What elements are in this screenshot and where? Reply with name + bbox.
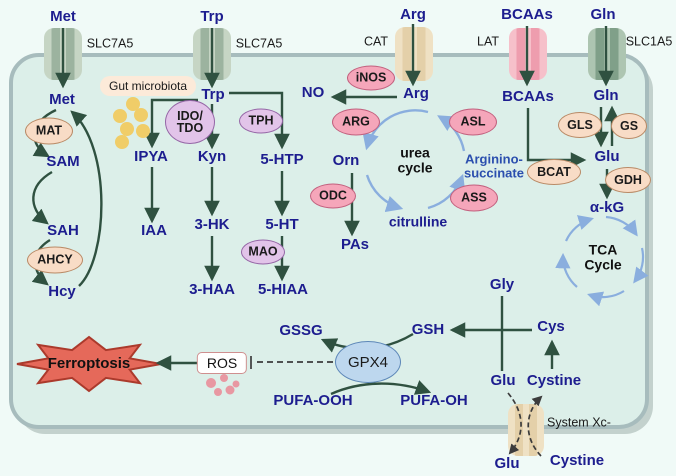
label-orn: Orn (332, 152, 360, 170)
label-urea-cycle: urea cycle (397, 144, 433, 175)
label-3hk: 3-HK (194, 216, 230, 234)
enzyme-gpx4: GPX4 (335, 341, 401, 383)
label-trp-extracellular: Trp (200, 8, 224, 26)
label-5hiaa: 5-HIAA (257, 281, 309, 299)
label-gln-extracellular: Gln (590, 6, 616, 24)
gut-microbiota-dots (113, 97, 150, 149)
enzyme-bcat: BCAT (527, 159, 581, 185)
label-cat: CAT (363, 34, 389, 49)
ros-box: ROS (196, 352, 248, 374)
label-argininosuccinate: Arginino-succinate (464, 151, 524, 180)
ferroptosis-star (16, 335, 162, 393)
label-trp: Trp (201, 86, 225, 104)
dashed-arrows (250, 356, 543, 457)
label-arg-extracellular: Arg (400, 6, 426, 24)
label-cystine: Cystine (526, 372, 582, 390)
label-gssg: GSSG (279, 322, 323, 340)
enzyme-inos: iNOS (347, 65, 395, 91)
enzyme-mao: MAO (241, 239, 285, 265)
label-glu: Glu (594, 148, 620, 166)
label-kyn: Kyn (197, 148, 227, 166)
enzyme-ido-tdo: IDO/TDO (165, 100, 215, 144)
ferroptosis-label: Ferroptosis (47, 355, 131, 373)
label-pufa-oh: PUFA-OH (400, 392, 468, 410)
enzyme-ahcy: AHCY (27, 246, 83, 274)
enzyme-arg: ARG (332, 108, 380, 136)
label-no: NO (301, 84, 325, 102)
label-pas: PAs (340, 236, 370, 254)
glu-export-line (507, 392, 522, 455)
label-akg: α-kG (589, 199, 625, 217)
label-pufa-ooh: PUFA-OOH (273, 392, 353, 410)
label-bcaas-extracellular: BCAAs (501, 6, 553, 24)
enzyme-odc: ODC (310, 183, 356, 209)
enzyme-gdh: GDH (605, 167, 651, 193)
enzyme-mat: MAT (25, 117, 73, 145)
enzyme-tph: TPH (239, 108, 283, 134)
label-met-extracellular: Met (50, 8, 76, 26)
enzyme-asl: ASL (449, 108, 497, 136)
label-sam: SAM (46, 153, 80, 171)
label-system-xc: System Xc- (547, 415, 611, 430)
label-5htp: 5-HTP (260, 151, 304, 169)
label-slc7a5-trp: SLC7A5 (235, 36, 283, 51)
label-ipya: IPYA (134, 148, 168, 166)
label-lat: LAT (477, 34, 499, 49)
gut-microbiota-badge: Gut microbiota (99, 76, 197, 96)
cystine-import-line (527, 395, 543, 457)
enzyme-gls: GLS (558, 112, 602, 138)
label-sah: SAH (47, 222, 79, 240)
label-cys: Cys (537, 318, 565, 336)
label-iaa: IAA (141, 222, 167, 240)
label-met: Met (49, 91, 75, 109)
label-citrulline: citrulline (388, 213, 448, 230)
ros-dots (206, 374, 240, 396)
label-glu-bottom: Glu (490, 372, 516, 390)
label-3haa: 3-HAA (189, 281, 235, 299)
label-gsh: GSH (411, 321, 445, 339)
enzyme-ido-tdo-text: IDO/TDO (176, 108, 204, 135)
label-gln: Gln (593, 87, 619, 105)
enzyme-ass: ASS (450, 184, 498, 212)
label-slc1a5: SLC1A5 (625, 34, 673, 49)
label-arg: Arg (403, 85, 429, 103)
label-gly: Gly (489, 276, 515, 294)
label-hcy: Hcy (48, 283, 76, 301)
label-cystine-extracellular: Cystine (549, 452, 605, 470)
enzyme-gs: GS (611, 113, 647, 139)
label-glu-extracellular: Glu (494, 455, 520, 473)
label-5ht: 5-HT (265, 216, 299, 234)
label-slc7a5-met: SLC7A5 (86, 36, 134, 51)
label-bcaas: BCAAs (502, 88, 554, 106)
label-tca-cycle: TCA Cycle (584, 241, 622, 272)
tca-cycle-arrows (555, 215, 649, 307)
